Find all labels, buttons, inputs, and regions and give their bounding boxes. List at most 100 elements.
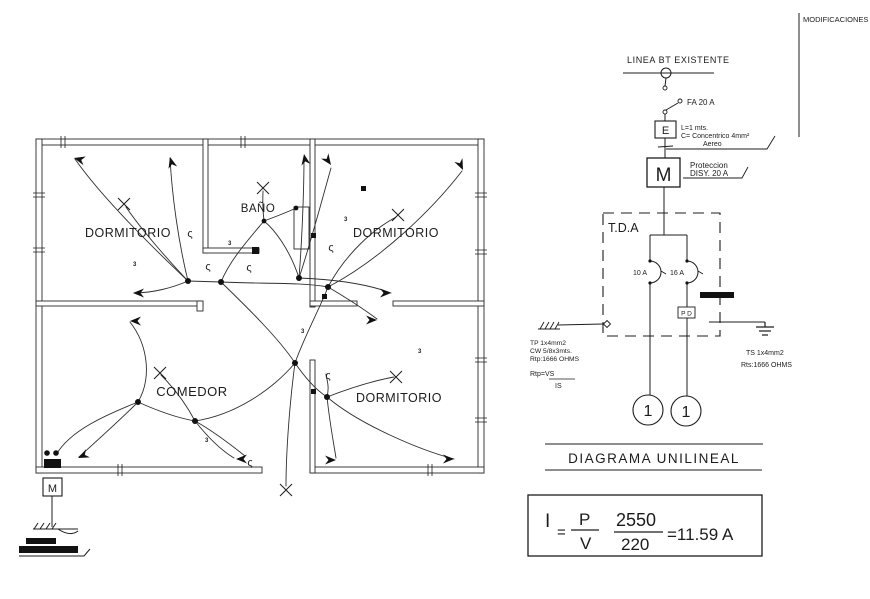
wire [78, 401, 139, 458]
service-entrance: M [19, 450, 91, 557]
linea-bt-label: LINEA BT EXISTENTE [627, 55, 730, 65]
formula-result: =11.59 A [667, 525, 734, 544]
formula-lhs: I [545, 511, 550, 532]
wire [74, 158, 189, 282]
wire [169, 157, 189, 282]
circuit-circle-2 [670, 395, 702, 427]
wire [55, 401, 139, 456]
wire [125, 206, 189, 282]
modifications-label: MODIFICACIONES [803, 15, 868, 24]
switch-glyph: ς [205, 261, 210, 273]
bathroom-door-leaf [293, 206, 310, 250]
circuit-1-label: 1 [644, 403, 653, 420]
circuit-tags: 3 3 3 3 3 3 [133, 217, 422, 444]
wire [160, 374, 196, 422]
interior-walls [35, 138, 485, 474]
circuit-tag: 3 [133, 262, 137, 268]
breaker-16a: 16 A [670, 259, 704, 285]
outlet-dot [44, 450, 50, 456]
meter-label: M [48, 483, 57, 495]
e-note-3: Aereo [703, 141, 722, 148]
wire [294, 286, 329, 364]
ground-hatch-icon [538, 321, 560, 330]
tda-panel-box [602, 212, 721, 337]
modifications-block: MODIFICACIONES [798, 13, 868, 137]
formula-eq: = [557, 524, 566, 541]
lamp-icon [165, 155, 178, 169]
switch-glyph: ς [247, 457, 252, 469]
switch-glyph: ς [325, 370, 330, 382]
wire [327, 286, 378, 320]
neutral-bar [700, 292, 734, 298]
wire [327, 170, 463, 288]
lamp-icon [236, 454, 247, 464]
lamp-icon [321, 153, 335, 168]
m-note-2: DISY. 20 A [690, 169, 729, 178]
switch-glyph: ς [246, 262, 251, 274]
wire [194, 420, 235, 459]
switch-squares [311, 186, 366, 394]
m-note-1: Proteccion [690, 161, 728, 170]
switch-glyphs: ς ς ς ς ς ς [187, 228, 333, 469]
wire [298, 156, 305, 279]
ts-note-2: Rts:1666 OHMS [741, 362, 792, 369]
formula-block: I = P V 2550 220 =11.59 A [527, 494, 763, 557]
wiring [55, 156, 463, 487]
lamp-icon [454, 158, 468, 172]
wire [137, 401, 196, 422]
room-label-comedor: COMEDOR [156, 384, 227, 399]
wire [327, 216, 397, 288]
wire [298, 167, 332, 279]
lamp-icon [76, 449, 90, 463]
room-label-dormitorio-tl: DORMITORIO [85, 226, 171, 240]
switch-glyph: ς [328, 242, 333, 254]
circuit-tag: 3 [205, 438, 209, 444]
breaker-10a-label: 10 A [633, 270, 647, 277]
tp-note-2: CW 5/8x3mts. [530, 348, 572, 355]
lamp-icon [325, 455, 336, 465]
formula-den2: 220 [621, 535, 649, 554]
breaker-16a-label: 16 A [670, 270, 684, 277]
drawing-title: DIAGRAMA UNILINEAL [568, 451, 740, 466]
title-block: DIAGRAMA UNILINEAL [545, 443, 763, 471]
wire [194, 420, 246, 457]
wall-ticks [33, 136, 487, 476]
wire [194, 362, 296, 422]
lamp-icon [366, 315, 377, 325]
lamp-icon [299, 153, 311, 166]
single-line-diagram: LINEA BT EXISTENTE FA 20 A E L=1 mts. C=… [530, 55, 792, 427]
wire [187, 280, 329, 288]
breaker-10a: 10 A [633, 259, 667, 285]
room-label-bano: BAÑO [241, 202, 276, 215]
ts-ground: TS 1x4mm2 Rts:1666 OHMS [709, 321, 792, 369]
tp-ground: TP 1x4mm2 CW 5/8x3mts. Rtp:1666 OHMS Rtp… [530, 319, 612, 390]
wire [294, 362, 328, 398]
ground-electrode-icon [33, 522, 79, 535]
pd-label: P D [681, 311, 692, 318]
floor-plan: ς ς ς ς ς ς 3 3 3 3 3 3 DORMITORIO BAÑO … [19, 136, 487, 557]
tp-formula-lhs: Rtp=VS [530, 371, 555, 378]
wire [285, 362, 296, 487]
tp-note-3: Rtp:1666 OHMS [530, 356, 580, 363]
x-marks [117, 181, 405, 497]
tp-note-1: TP 1x4mm2 [530, 340, 566, 347]
switch-glyph: ς [187, 228, 192, 240]
formula-den1: V [580, 534, 592, 553]
e-note-2: C= Concentrico 4mm² [681, 133, 750, 140]
formula-box [527, 494, 763, 557]
wire [326, 396, 455, 460]
circuit-circle-1 [632, 394, 664, 426]
lamp-icon [443, 454, 454, 464]
lamp-icon [380, 288, 391, 298]
tda-label: T.D.A [608, 221, 639, 235]
wire [220, 281, 296, 364]
lamp-symbols [72, 153, 468, 465]
room-label-dormitorio-br: DORMITORIO [356, 391, 442, 405]
wire [263, 220, 300, 279]
ts-note-1: TS 1x4mm2 [746, 350, 784, 357]
m-box-label: M [656, 165, 672, 186]
wire [326, 396, 337, 459]
tp-formula-den: IS [555, 383, 562, 390]
